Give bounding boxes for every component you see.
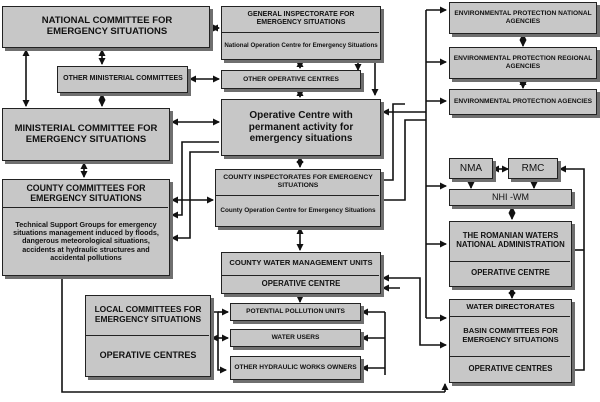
county-water-units-label: COUNTY WATER MANAGEMENT UNITS	[229, 257, 373, 267]
other-hydraulic-label: OTHER HYDRAULIC WORKS OWNERS	[234, 364, 357, 372]
county-committees-box	[2, 179, 170, 276]
county-operation-centre-label: County Operation Centre for Emergency Si…	[220, 206, 376, 214]
other-ministerial-label: OTHER MINISTERIAL COMMITTEES	[63, 75, 183, 83]
water-users-box	[230, 329, 361, 347]
operative-centre-permanent-label: Operative Centre with permanent activity…	[248, 110, 354, 145]
ministerial-committee-box	[2, 108, 170, 161]
basin-operative-label: OPERATIVE CENTRES	[468, 363, 553, 373]
potential-pollution-label: POTENTIAL POLLUTION UNITS	[246, 308, 345, 316]
romanian-waters-label: THE ROMANIAN WATERS NATIONAL ADMINISTRAT…	[456, 231, 565, 249]
other-hydraulic-box	[230, 356, 361, 380]
ministerial-committee-label: MINISTERIAL COMMITTEE FOR EMERGENCY SITU…	[14, 122, 158, 145]
env-agencies-label: ENVIRONMENTAL PROTECTION AGENCIES	[454, 98, 592, 106]
water-directorates-box	[449, 299, 572, 383]
env-agencies-box	[449, 89, 597, 115]
water-users-label: WATER USERS	[271, 334, 320, 342]
env-regional-label: ENVIRONMENTAL PROTECTION REGIONAL AGENCI…	[453, 55, 593, 70]
national-committee-box	[2, 6, 210, 48]
romanian-waters-divider	[449, 261, 570, 262]
nhi-wm-box	[449, 189, 572, 206]
other-operative-box	[221, 70, 361, 89]
local-committees-box	[85, 295, 211, 377]
water-directorates-label: WATER DIRECTORATES	[466, 301, 555, 311]
potential-pollution-box	[230, 303, 361, 321]
county-water-units-box	[221, 252, 381, 294]
local-committees-divider	[85, 335, 209, 336]
romanian-waters-box	[449, 221, 572, 287]
general-inspectorate-divider	[221, 32, 379, 33]
nma-label: NMA	[459, 162, 483, 174]
nhi-wm-label: NHI -WM	[492, 192, 529, 203]
county-inspectorates-box	[215, 169, 381, 227]
county-water-units-divider	[221, 275, 379, 276]
other-ministerial-box	[57, 66, 188, 93]
county-inspectorates-label: COUNTY INSPECTORATES FOR EMERGENCY SITUA…	[223, 174, 373, 189]
env-national-label: ENVIRONMENTAL PROTECTION NATIONAL AGENCI…	[454, 10, 592, 25]
local-operative-label: OPERATIVE CENTRES	[99, 350, 197, 361]
nma-box	[449, 158, 493, 179]
general-inspectorate-box	[221, 6, 381, 60]
romanian-operative-label: OPERATIVE CENTRE	[471, 268, 550, 278]
other-operative-label: OTHER OPERATIVE CENTRES	[243, 75, 339, 83]
county-committees-divider	[2, 207, 168, 208]
operative-centre-permanent-box	[221, 99, 381, 156]
county-committees-body: Technical Support Groups for emergency s…	[13, 219, 159, 262]
rmc-box	[508, 158, 558, 179]
county-committees-title: COUNTY COMMITTEES FOR EMERGENCY SITUATIO…	[26, 182, 146, 203]
env-national-box	[449, 2, 597, 34]
national-committee-label: NATIONAL COMMITTEE FOR EMERGENCY SITUATI…	[41, 15, 173, 37]
rmc-label: RMC	[521, 162, 545, 174]
local-committees-label: LOCAL COMMITTEES FOR EMERGENCY SITUATION…	[94, 304, 202, 324]
national-operation-centre-label: National Operation Centre for Emergency …	[224, 42, 378, 50]
water-directorates-divider	[449, 316, 570, 317]
basin-committees-label: BASIN COMMITTEES FOR EMERGENCY SITUATION…	[462, 326, 559, 344]
basin-operative-divider	[449, 356, 570, 357]
env-regional-box	[449, 47, 597, 79]
general-inspectorate-label: GENERAL INSPECTORATE FOR EMERGENCY SITUA…	[247, 10, 355, 26]
county-inspectorates-divider	[215, 195, 379, 196]
county-water-operative-label: OPERATIVE CENTRE	[261, 279, 341, 289]
